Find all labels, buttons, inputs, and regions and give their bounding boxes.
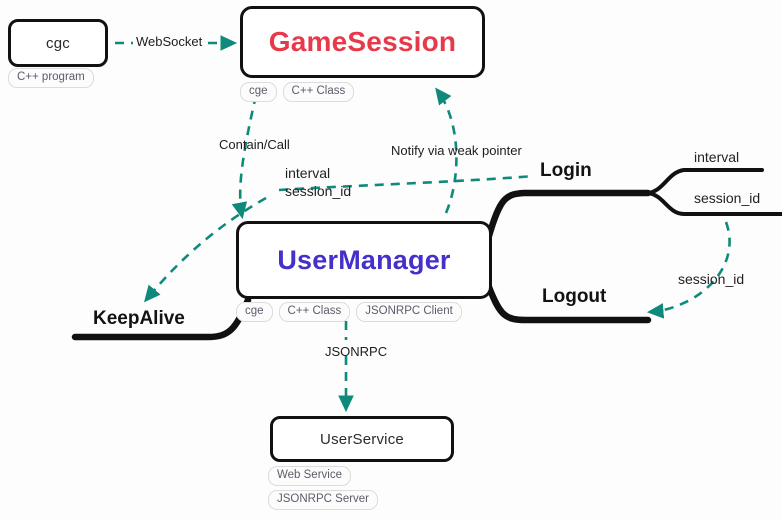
node-gamesession[interactable]: GameSession [240,6,485,78]
node-gamesession-tags: cge C++ Class [240,82,355,102]
node-cgc[interactable]: cgc [8,19,108,67]
tag-cpp-class: C++ Class [282,82,355,102]
node-userservice[interactable]: UserService [270,416,454,462]
tag-cpp-program: C++ program [8,68,94,88]
tag-jsonrpc-server: JSONRPC Server [268,490,379,510]
node-userservice-label: UserService [320,430,404,448]
branch-label-login[interactable]: Login [540,160,592,181]
edge-label-session-id-logout: session_id [678,271,745,287]
branch-label-logout[interactable]: Logout [542,286,607,307]
branch-label-interval: interval [694,149,740,165]
edge-label-jsonrpc: JSONRPC [325,344,388,359]
tag-cge: cge [240,82,277,102]
edge-label-contain-call: Contain/Call [219,137,290,152]
edge-label-session-id-center: session_id [285,183,352,199]
edge-label-notify-weak-pointer: Notify via weak pointer [391,143,522,158]
node-usermanager-label: UserManager [277,244,451,275]
tag-cge: cge [236,302,273,322]
edge-label-interval-center: interval [285,165,331,181]
node-gamesession-label: GameSession [268,26,457,57]
tag-cpp-class: C++ Class [278,302,351,322]
tag-jsonrpc-client: JSONRPC Client [356,302,462,322]
edge-contain-call [231,94,258,220]
edge-session-id-logout [646,221,731,319]
node-cgc-tags: C++ program [8,68,94,88]
branch-label-session-id: session_id [694,190,761,206]
branch-label-keepalive[interactable]: KeepAlive [93,308,185,329]
node-usermanager[interactable]: UserManager [236,221,492,299]
branch-login-spine [485,189,652,240]
tag-web-service: Web Service [268,466,351,486]
node-cgc-label: cgc [46,34,70,52]
edge-label-websocket: WebSocket [136,34,203,49]
node-userservice-tags: Web Service JSONRPC Server [268,466,379,510]
node-usermanager-tags: cge C++ Class JSONRPC Client [236,302,462,322]
